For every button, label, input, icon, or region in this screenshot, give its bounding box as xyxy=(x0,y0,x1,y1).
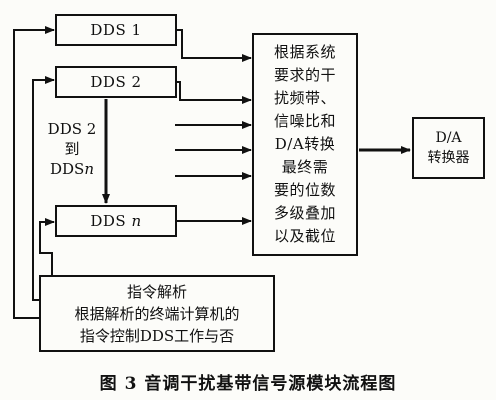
da-converter-box: D/A 转换器 xyxy=(412,117,485,179)
command-text: 指令解析 根据解析的终端计算机的 指令控制DDS工作与否 xyxy=(74,282,240,345)
range-line-3-prefix: DDS xyxy=(49,160,85,178)
da-converter-text: D/A 转换器 xyxy=(427,130,470,166)
dds-1-label: DDS 1 xyxy=(90,21,141,39)
dds-n-box: DDS n xyxy=(55,205,177,237)
feedback-to-dds2 xyxy=(32,76,55,301)
arrow-dds1-to-combine xyxy=(177,29,252,62)
range-line-1: DDS 2 xyxy=(47,120,97,138)
dds-n-var: n xyxy=(131,212,142,230)
combine-truncate-box: 根据系统 要求的干 扰频带、 信噪比和 D/A转换 最终需 要的位数 多级叠加 … xyxy=(252,33,358,256)
dds-n-label: DDS n xyxy=(90,212,141,230)
range-line-3-var: n xyxy=(84,160,94,178)
range-line-2: 到 xyxy=(64,140,80,158)
dds-2-name: DDS xyxy=(90,73,127,91)
combine-text: 根据系统 要求的干 扰频带、 信噪比和 D/A转换 最终需 要的位数 多级叠加 … xyxy=(273,43,336,245)
dds-n-name: DDS xyxy=(90,212,127,230)
dds-1-num: 1 xyxy=(131,21,142,39)
figure-caption: 图 3 音调干扰基带信号源模块流程图 xyxy=(99,374,397,394)
command-parse-box: 指令解析 根据解析的终端计算机的 指令控制DDS工作与否 xyxy=(39,275,275,352)
feedback-to-ddsn xyxy=(39,218,55,275)
dds-2-box: DDS 2 xyxy=(55,66,177,98)
dds-range-label: DDS 2 到 DDSn xyxy=(44,119,100,179)
arrow-dds2-to-combine xyxy=(177,81,252,104)
dds-1-name: DDS xyxy=(90,21,127,39)
dds-2-num: 2 xyxy=(131,73,142,91)
dds-2-label: DDS 2 xyxy=(90,73,141,91)
range-line-3: DDSn xyxy=(44,159,100,179)
dds-1-box: DDS 1 xyxy=(55,14,177,46)
feedback-to-dds1 xyxy=(13,26,55,319)
